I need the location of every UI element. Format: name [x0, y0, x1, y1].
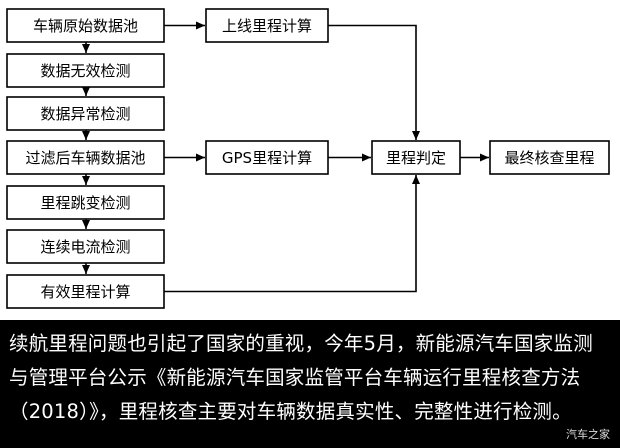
- node-label: 里程判定: [386, 149, 446, 167]
- node-label: GPS里程计算: [222, 149, 312, 167]
- node-gps-mileage: GPS里程计算: [205, 140, 329, 175]
- flowchart-nodes: 车辆原始数据池数据无效检测数据异常检测过滤后车辆数据池里程跳变检测连续电流检测有…: [6, 8, 610, 309]
- mileage-verification-flowchart: 车辆原始数据池数据无效检测数据异常检测过滤后车辆数据池里程跳变检测连续电流检测有…: [6, 8, 610, 309]
- node-raw-pool: 车辆原始数据池: [6, 8, 165, 43]
- node-abnormal-check: 数据异常检测: [6, 96, 165, 131]
- node-jump-check: 里程跳变检测: [6, 185, 165, 220]
- caption-text: 续航里程问题也引起了国家的重视，今年5月，新能源汽车国家监测与管理平台公示《新能…: [9, 332, 593, 423]
- node-label: 数据无效检测: [40, 62, 130, 80]
- node-box: [6, 140, 165, 175]
- node-box: [6, 96, 165, 131]
- node-box: [489, 140, 610, 175]
- node-label: 连续电流检测: [40, 238, 130, 256]
- edge-valid-mileage-to-mileage-judge: [164, 175, 420, 293]
- node-label: 最终核查里程: [504, 149, 594, 167]
- node-label: 车辆原始数据池: [33, 17, 138, 35]
- node-box: [6, 53, 165, 88]
- node-box: [205, 140, 329, 175]
- node-label: 数据异常检测: [40, 105, 130, 123]
- node-label: 过滤后车辆数据池: [25, 149, 145, 167]
- node-label: 上线里程计算: [222, 17, 312, 35]
- node-box: [6, 274, 165, 309]
- node-current-check: 连续电流检测: [6, 229, 165, 264]
- node-box: [371, 140, 461, 175]
- node-online-mileage: 上线里程计算: [205, 8, 329, 43]
- flowchart-connectors: [82, 21, 489, 293]
- node-label: 有效里程计算: [40, 283, 130, 301]
- node-valid-mileage: 有效里程计算: [6, 274, 165, 309]
- node-filtered-pool: 过滤后车辆数据池: [6, 140, 165, 175]
- node-invalid-check: 数据无效检测: [6, 53, 165, 88]
- node-box: [6, 8, 165, 43]
- edge-online-mileage-to-mileage-judge: [328, 24, 420, 140]
- node-mileage-judge: 里程判定: [371, 140, 461, 175]
- node-box: [205, 8, 329, 43]
- caption-bar: 续航里程问题也引起了国家的重视，今年5月，新能源汽车国家监测与管理平台公示《新能…: [0, 320, 620, 448]
- node-box: [6, 185, 165, 220]
- node-final-mileage: 最终核查里程: [489, 140, 610, 175]
- watermark-text: 汽车之家: [566, 428, 610, 441]
- node-label: 里程跳变检测: [40, 194, 130, 212]
- node-box: [6, 229, 165, 264]
